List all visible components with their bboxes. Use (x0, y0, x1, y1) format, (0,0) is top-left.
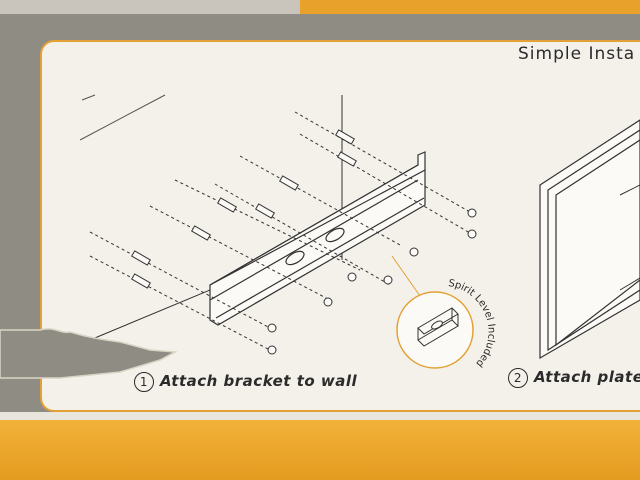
step-1-number: 1 (134, 372, 154, 392)
tv-bracket-outline (619, 184, 640, 291)
step-2-label: Attach plate (534, 368, 640, 386)
wall-corner-line (79, 94, 166, 141)
screw-heads (267, 208, 477, 355)
panel-title: Simple Insta (518, 44, 636, 64)
screws (89, 111, 471, 351)
wall-bracket (209, 151, 426, 326)
box-orange-band-bottom (0, 420, 640, 480)
box-top-strip (0, 0, 300, 14)
screw-anchors (131, 129, 357, 289)
callout-leader (391, 255, 421, 297)
step-1-caption: 1 Attach bracket to wall (134, 372, 357, 392)
step-1-label: Attach bracket to wall (160, 372, 358, 390)
tv-panel-drawing (539, 119, 640, 360)
torn-box-edge (0, 328, 178, 379)
spirit-level-icon (417, 307, 459, 347)
box-white-stripe (0, 412, 640, 422)
step-2-caption: 2 Attach plate (508, 368, 640, 388)
step-2-number: 2 (508, 368, 528, 388)
wall-tick-line (81, 94, 96, 101)
box-orange-stripe-top (300, 0, 640, 14)
